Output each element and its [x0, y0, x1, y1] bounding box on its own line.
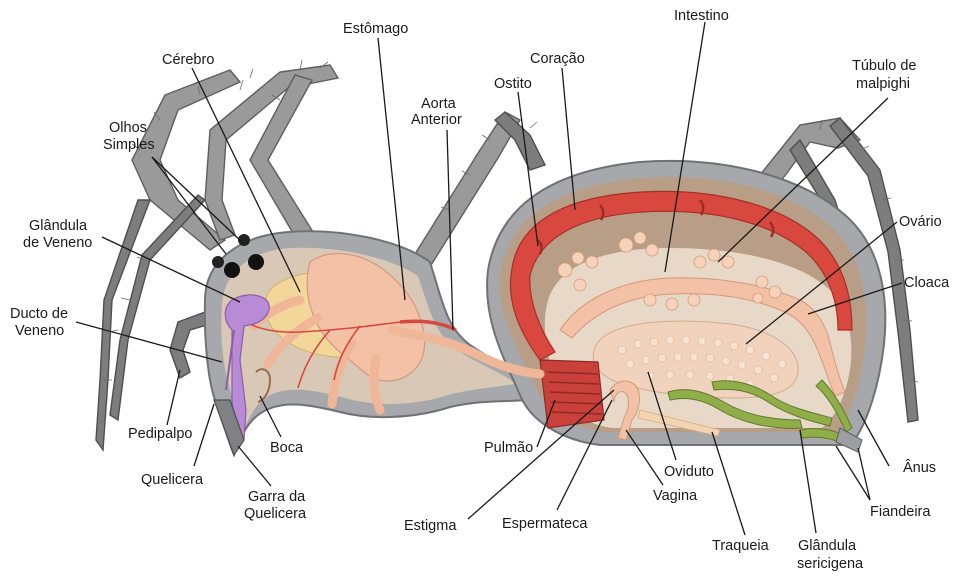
label-aorta-line2: Anterior	[411, 112, 462, 128]
label-estomago: Estômago	[343, 21, 408, 37]
label-intestino: Intestino	[674, 8, 729, 24]
label-garra-line1: Garra da	[248, 489, 306, 505]
label-pulmao: Pulmão	[484, 440, 533, 456]
label-tubulo-line2: malpighi	[856, 76, 910, 92]
label-cloaca: Cloaca	[904, 275, 950, 291]
label-anus: Ânus	[903, 459, 936, 476]
label-ovario: Ovário	[899, 214, 942, 230]
label-coracao: Coração	[530, 51, 585, 67]
label-quelicera: Quelicera	[141, 472, 204, 488]
label-oviduto: Oviduto	[664, 464, 714, 480]
label-glandula-veneno-line1: Glândula	[29, 218, 88, 234]
label-vagina: Vagina	[653, 488, 698, 504]
label-olhos-line1: Olhos	[109, 120, 147, 136]
label-aorta-line1: Aorta	[421, 96, 457, 112]
label-boca: Boca	[270, 440, 304, 456]
label-espermateca: Espermateca	[502, 516, 588, 532]
label-ostito: Ostito	[494, 76, 532, 92]
label-tubulo-line1: Túbulo de	[852, 58, 917, 74]
label-cerebro: Cérebro	[162, 52, 214, 68]
label-estigma: Estigma	[404, 518, 457, 534]
label-olhos-line2: Simples	[103, 137, 155, 153]
label-glandula-veneno-line2: de Veneno	[23, 235, 92, 251]
label-ducto-line2: Veneno	[15, 323, 64, 339]
label-garra-line2: Quelicera	[244, 506, 307, 522]
label-glandula-sericigena-line1: Glândula	[798, 538, 857, 554]
label-ducto-line1: Ducto de	[10, 306, 68, 322]
label-glandula-sericigena-line2: sericigena	[797, 556, 864, 572]
label-fiandeira: Fiandeira	[870, 504, 931, 520]
label-traqueia: Traqueia	[712, 538, 770, 554]
label-pedipalpo: Pedipalpo	[128, 426, 193, 442]
